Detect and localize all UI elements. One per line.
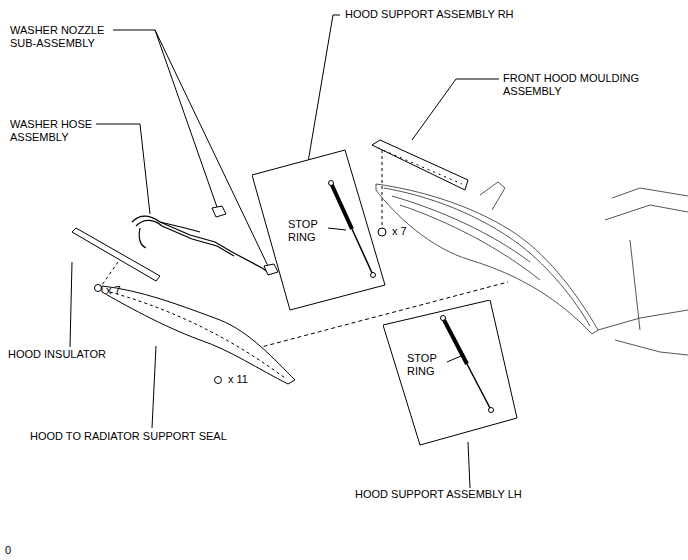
part-box: STOP RING: [383, 300, 518, 446]
part-label: HOOD TO RADIATOR SUPPORT SEAL: [30, 430, 290, 443]
box-outline: [383, 300, 517, 445]
seal: [102, 286, 295, 384]
part-label: WASHER NOZZLE SUB-ASSEMBLY: [10, 24, 120, 50]
strut-rod: [352, 229, 373, 275]
hood-insulator: [72, 228, 160, 281]
leader-line: [447, 356, 461, 362]
clip: [378, 228, 386, 236]
washer-nozzle: [264, 264, 278, 275]
part-label: HOOD INSULATOR: [8, 348, 128, 361]
dashed-line: [382, 150, 383, 226]
washer-hose: [132, 216, 268, 272]
clip: [215, 377, 222, 384]
strut-end: [371, 273, 376, 278]
part-label: FRONT HOOD MOULDING ASSEMBLY: [503, 72, 653, 98]
leader-line: [96, 124, 150, 214]
strut-end: [489, 408, 494, 413]
part-label: WASHER HOSE ASSEMBLY: [10, 118, 98, 144]
leader-line: [412, 79, 499, 140]
clip: [95, 285, 102, 292]
washer-nozzle: [212, 206, 226, 217]
strut-cylinder: [331, 183, 352, 229]
part-label: x 11: [228, 373, 258, 386]
box-outline: [252, 150, 385, 310]
part-box: STOP RING: [252, 148, 387, 312]
part-label: x 7: [392, 225, 422, 238]
moulding: [372, 140, 468, 190]
part-label: x 7: [106, 284, 136, 297]
part-label: STOP RING: [407, 352, 445, 378]
leader-line: [307, 15, 340, 168]
strut-end: [441, 316, 446, 321]
moulding: [378, 148, 462, 184]
strut-cylinder: [443, 318, 467, 364]
part-label: 0: [5, 544, 25, 557]
part-label: HOOD SUPPORT ASSEMBLY RH: [345, 8, 545, 21]
leader-line: [113, 30, 218, 210]
seal: [110, 292, 285, 378]
strut-end: [329, 181, 334, 186]
leader-line: [468, 442, 470, 488]
box-outline: [383, 300, 518, 446]
leader-line: [328, 228, 346, 230]
box-outline: [252, 148, 387, 312]
leader-line: [70, 262, 72, 347]
strut-rod: [467, 364, 491, 410]
part-label: STOP RING: [288, 218, 326, 244]
dashed-line: [102, 262, 118, 285]
part-label: HOOD SUPPORT ASSEMBLY LH: [355, 488, 555, 501]
leader-line: [152, 346, 156, 428]
